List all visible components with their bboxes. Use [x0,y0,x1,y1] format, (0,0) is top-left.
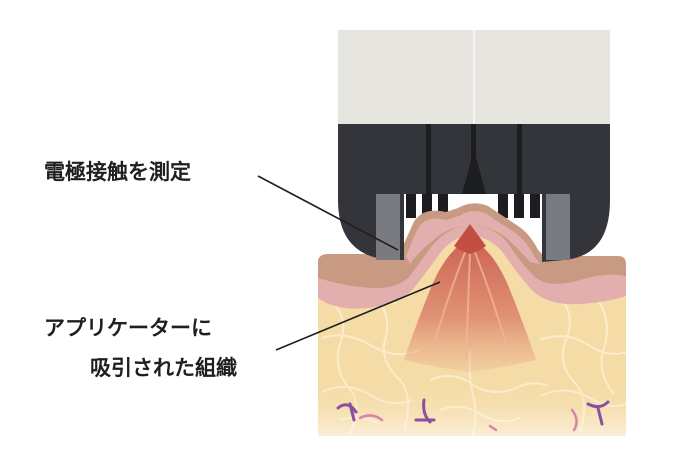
bottom-fade [318,380,626,436]
label-applicator-line2: 吸引された組織 [90,356,237,380]
skin-surface [318,203,626,289]
skin-surface-top [404,203,542,262]
side-electrode-right [546,194,570,260]
side-electrode-left [376,194,400,260]
blood-vessels-pink [358,408,578,432]
electrode-rod-right [471,124,476,168]
leader-line-electrode [257,175,399,251]
suctioned-tissue [404,238,536,372]
label-applicator-line1: アプリケーターに [44,316,212,340]
suction-streaks [431,249,509,361]
suctioned-tissue-tip [454,224,486,254]
dermis-top [406,211,540,264]
electrode-rod-left [426,124,431,196]
blood-vessels [336,398,610,426]
label-electrode-contact: 電極接触を測定 [44,160,191,184]
electrode-rod-right-2 [517,124,522,196]
leader-line-tissue [275,281,441,351]
center-probe [462,150,486,194]
